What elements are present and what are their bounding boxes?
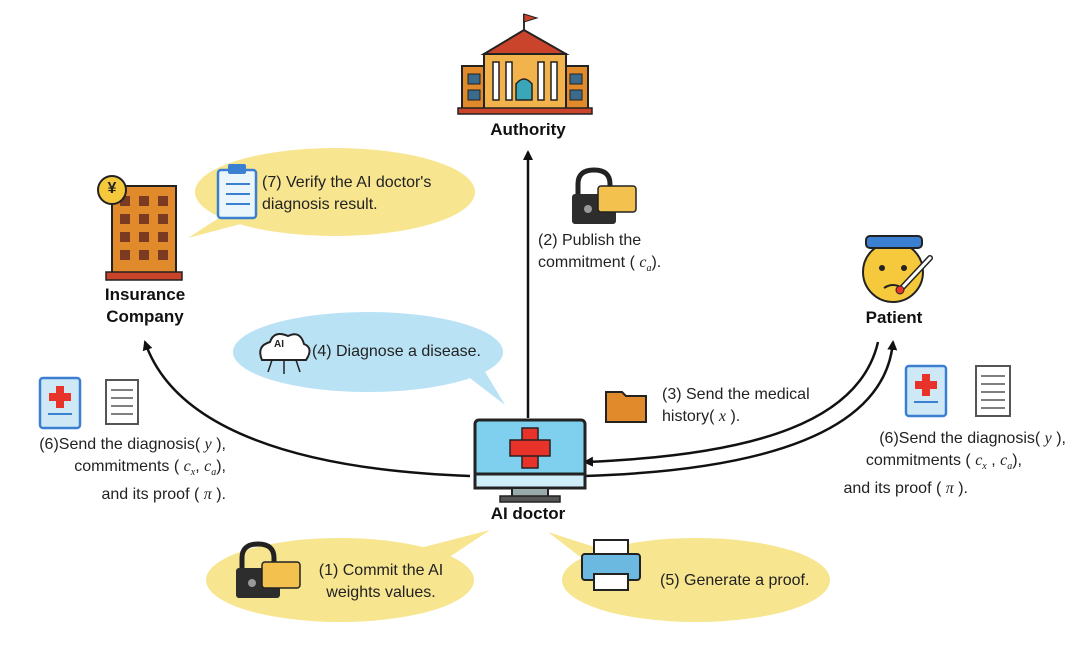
lock-card-icon [236,541,301,598]
arrow-to-insurance [142,340,471,478]
arrow-diagnosis-to-patient [584,340,898,478]
send-diagnosis-left-line1: (6)Send the diagnosis( y ), [39,436,226,453]
arrow-history-to-doctor [583,341,880,467]
folder-icon [605,391,647,423]
thermometer-icon [895,255,933,295]
printer-icon [581,539,641,591]
yen-coin-icon [97,175,127,205]
step-diagnose-label: (4) Diagnose a disease. [312,343,481,360]
document-icon [105,379,139,425]
cloud-ai-icon [259,333,311,374]
send-diagnosis-left-line2: commitments ( cx, ca), [74,458,226,479]
yen-symbol: ¥ [107,180,117,197]
step-send-history-line2: history( x ). [662,408,741,425]
step-generate-proof-label: (5) Generate a proof. [660,572,810,589]
document-icon [975,365,1011,417]
step-send-history-label: (3) Send the medical history( x ). [662,384,832,428]
send-diagnosis-right-line2: commitments ( cx , ca), [865,452,1022,473]
diagnose-bubble [233,312,505,405]
step-publish-label: (2) Publish the commitment ( ca). [538,230,698,280]
send-diagnosis-right-line3: and its proof ( π ). [843,480,968,498]
insurance-company-label: Insurance Company [80,284,210,328]
send-diagnosis-right-label: (6)Send the diagnosis( y ), commitments … [826,428,1066,500]
insurance-label-line2: Company [106,307,184,326]
ai-badge: AI [274,339,284,350]
medical-report-icon [904,364,948,418]
medical-report-icon [38,376,82,430]
ai-doctor-label: AI doctor [490,504,566,523]
send-diagnosis-right-line1: (6)Send the diagnosis( y ), [879,430,1066,447]
commitment-symbol: c [639,254,647,271]
send-diagnosis-left-line3: and its proof ( π ). [101,486,226,504]
authority-building-icon [457,13,593,115]
step-commit-line2: weights values. [326,584,436,601]
lock-card-icon [572,167,637,224]
clipboard-icon [216,164,258,220]
step-commit-label: (1) Commit the AI weights values. [306,560,456,604]
patient-label: Patient [865,308,923,327]
patient-face-icon [862,235,924,303]
insurance-building-icon [105,185,183,281]
step-send-history-line1: (3) Send the medical [662,386,810,403]
step-verify-line1: (7) Verify the AI doctor's [262,174,432,191]
send-diagnosis-left-label: (6)Send the diagnosis( y ), commitments … [14,434,226,506]
step-publish-line2: commitment ( ca). [538,254,662,275]
step-commit-line1: (1) Commit the AI [318,562,444,579]
step-verify-line2: diagnosis result. [262,196,378,213]
step-verify-label: (7) Verify the AI doctor's diagnosis res… [262,172,472,216]
step-publish-line1: (2) Publish the [538,232,642,249]
ai-doctor-monitor-icon [473,418,587,503]
authority-label: Authority [490,120,566,139]
insurance-label-line1: Insurance [104,285,186,304]
